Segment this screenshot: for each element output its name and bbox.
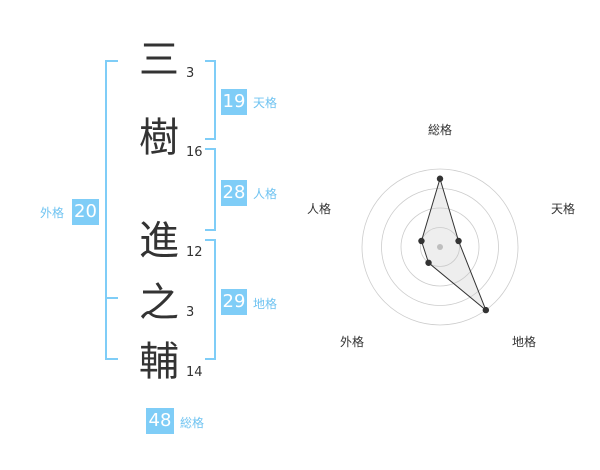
name-char-1: 三 (139, 37, 179, 83)
name-char-3: 進 (139, 218, 179, 264)
radar-point-1 (436, 175, 444, 182)
radar-axis-label-sou: 総格 (428, 122, 452, 137)
radar-point-3 (482, 306, 490, 314)
radar-center-dot (437, 244, 443, 250)
radar-axis-label-ten: 天格 (551, 201, 575, 216)
gaikaku-bracket (105, 60, 118, 360)
tenkaku-label: 天格 (253, 96, 278, 110)
stroke-count-3: 12 (186, 245, 203, 260)
name-char-5: 輔 (139, 339, 179, 385)
soukaku-label: 総格 (180, 416, 205, 430)
stroke-count-5: 14 (186, 365, 203, 380)
radar-ring (400, 207, 480, 287)
name-char-2: 樹 (139, 115, 179, 161)
radar-axis-label-jin: 人格 (307, 201, 331, 216)
radar-ring (381, 188, 499, 306)
radar-points (418, 175, 490, 314)
chikaku-label: 地格 (253, 297, 278, 311)
chikaku-value-badge: 29 (221, 289, 247, 315)
name-char-4: 之 (139, 280, 179, 326)
jinkaku-value-badge: 28 (221, 180, 247, 206)
stroke-count-1: 3 (186, 66, 195, 81)
radar-axis-label-chi: 地格 (512, 334, 536, 349)
radar-point-5 (418, 237, 425, 245)
radar-point-4 (425, 259, 432, 266)
radar-axis-label-gai: 外格 (340, 334, 364, 349)
jinkaku-label: 人格 (253, 187, 278, 201)
radar-ring (420, 227, 460, 267)
jinkaku-bracket (205, 148, 216, 231)
chikaku-bracket (205, 239, 216, 360)
stroke-count-4: 3 (186, 305, 195, 320)
tenkaku-bracket (205, 60, 216, 140)
radar-point-2 (455, 237, 462, 245)
gaikaku-label: 外格 (40, 206, 65, 220)
tenkaku-value-badge: 19 (221, 89, 247, 115)
radar-area (420, 176, 487, 311)
radar-grid (361, 168, 519, 326)
radar-ring (361, 168, 519, 326)
soukaku-value-badge: 48 (146, 408, 174, 434)
gaikaku-value-badge: 20 (72, 199, 99, 225)
stroke-count-2: 16 (186, 145, 203, 160)
